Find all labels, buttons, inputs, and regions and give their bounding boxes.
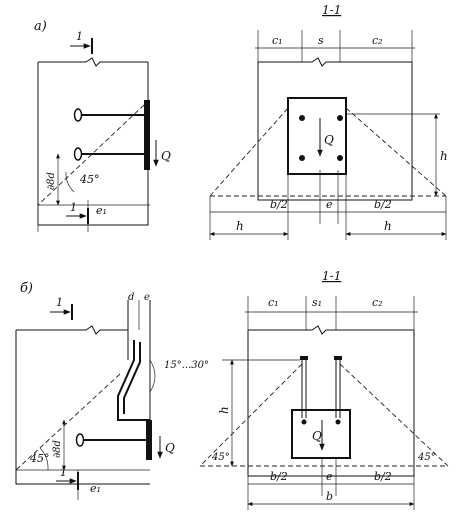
break-line-a <box>85 57 148 67</box>
section-mark-label-bottom-a: 1 <box>70 201 77 214</box>
top-dim-d-b: d <box>128 292 134 303</box>
part-a-section: 1-1 c₁ s c₂ Q h b/2 e <box>209 3 448 240</box>
part-b-elevation: б) 1 d e 15°...30° Q 45° <box>15 281 209 500</box>
stud-2-b <box>335 419 341 425</box>
section-mark-label-top-b: 1 <box>56 296 63 309</box>
offset-label-b: e₁ <box>90 482 101 495</box>
width-label-b: b <box>326 490 333 503</box>
angle-label-b: 45° <box>29 452 50 465</box>
stud-2-a <box>337 115 343 121</box>
section-title-b: 1-1 <box>322 269 341 283</box>
section-block-outline-b <box>247 330 415 477</box>
section-mark-bottom-b: 1 <box>56 466 79 490</box>
cone-right-b <box>339 363 449 467</box>
section-mark-bottom-a: 1 <box>66 201 89 224</box>
height-label-a: h <box>440 149 448 163</box>
angle-right-b: 45° <box>417 452 436 463</box>
part-a-elevation: а) 1 Q 45° ∂8d <box>34 19 171 232</box>
break-line-b <box>16 325 128 335</box>
bent-anchor-b <box>117 340 150 421</box>
concrete-block-outline-a <box>37 62 149 226</box>
anchor-pair-right-b <box>334 356 342 418</box>
bend-angle-label-b: 15°...30° <box>164 360 209 371</box>
stud-1-a <box>299 115 305 121</box>
angle-left-b: 45° <box>211 452 230 463</box>
plate-outline-a <box>287 97 347 175</box>
failure-cone-line-a <box>37 104 145 206</box>
angle-arc-a <box>65 171 75 193</box>
concrete-block-outline-b <box>15 330 150 485</box>
anchor-pair-left-b <box>300 356 308 418</box>
half-width-left-a: b/2 <box>270 198 288 211</box>
load-label-section-b: Q <box>312 429 322 443</box>
angle-label-a: 45° <box>79 173 100 186</box>
section-mark-top-b: 1 <box>50 296 73 320</box>
bent-anchor-2-b <box>123 342 141 414</box>
offset-label-a: e₁ <box>96 204 107 217</box>
section-break-line-a <box>258 57 412 67</box>
base-right-label-a: h <box>384 219 392 233</box>
dim-s1-b: s₁ <box>312 296 322 309</box>
height-label-b: h <box>217 406 231 414</box>
anchor-head-b <box>75 433 85 447</box>
embedded-plate-b <box>146 420 152 460</box>
section-break-line-b <box>248 325 414 335</box>
part-b-marker: б) <box>20 281 33 296</box>
section-title-a: 1-1 <box>322 3 341 17</box>
part-a-marker: а) <box>34 19 47 34</box>
eccentricity-a: e <box>326 198 333 211</box>
eccentricity-b: e <box>326 470 333 483</box>
section-mark-label-top-a: 1 <box>76 30 83 43</box>
load-label-section-a: Q <box>324 133 334 147</box>
angle-arc-b <box>39 447 49 471</box>
anchor-lower-a <box>73 147 144 161</box>
base-left-label-a: h <box>236 219 244 233</box>
half-width-right-b: b/2 <box>374 470 392 483</box>
cone-left-b <box>199 363 303 467</box>
depth-label-a: ∂8d <box>46 172 57 190</box>
section-mark-label-bottom-b: 1 <box>60 466 67 479</box>
bend-arc-b <box>149 359 156 393</box>
top-dim-e-b: e <box>144 292 150 303</box>
depth-label-b: ∂8d <box>52 440 63 458</box>
dim-c1-a: c₁ <box>272 34 283 47</box>
cone-right-a <box>345 107 447 197</box>
plate-outline-b <box>291 409 351 459</box>
dim-c2-a: c₂ <box>372 34 383 47</box>
part-b-section: 1-1 c₁ s₁ c₂ Q <box>199 269 449 510</box>
half-width-left-b: b/2 <box>270 470 288 483</box>
half-width-right-a: b/2 <box>374 198 392 211</box>
stud-1-b <box>301 419 307 425</box>
stud-3-a <box>299 155 305 161</box>
section-block-outline-a <box>257 62 413 201</box>
dim-c2-b: c₂ <box>372 296 383 309</box>
anchor-upper-a <box>73 108 144 122</box>
embedded-plate-a <box>144 100 150 170</box>
dim-c1-b: c₁ <box>268 296 279 309</box>
section-mark-top-a: 1 <box>70 30 93 54</box>
cone-left-a <box>209 107 289 197</box>
load-label-a: Q <box>161 149 171 163</box>
stud-4-a <box>337 155 343 161</box>
load-label-b: Q <box>165 441 175 455</box>
dim-s-a: s <box>318 34 324 47</box>
